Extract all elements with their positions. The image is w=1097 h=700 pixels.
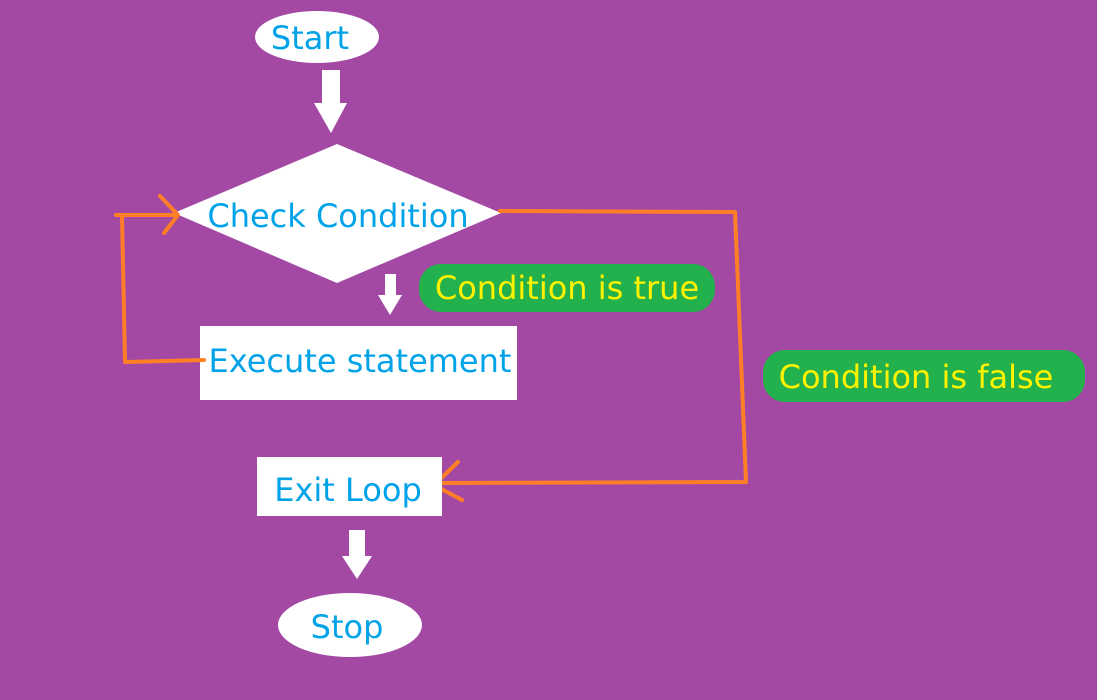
- execute-statement-node: [200, 326, 517, 400]
- start-node: [255, 11, 379, 63]
- exit-loop-label: Exit Loop: [274, 471, 422, 509]
- check-condition-node: [174, 144, 501, 283]
- condition-true-badge: [419, 264, 715, 312]
- arrow-check-to-execute: [378, 274, 402, 315]
- stop-label: Stop: [311, 608, 384, 646]
- condition-true-label: Condition is true: [435, 269, 699, 307]
- condition-false-label: Condition is false: [779, 358, 1054, 396]
- execute-statement-label: Execute statement: [209, 342, 512, 380]
- false-branch-line: [434, 209, 748, 485]
- loop-back-arrowhead: [158, 194, 180, 235]
- arrow-exit-to-stop: [342, 530, 372, 579]
- loop-back-line: [120, 213, 206, 364]
- stop-node: [278, 593, 422, 657]
- condition-false-badge: [763, 350, 1085, 402]
- arrow-start-to-check: [314, 70, 347, 133]
- start-label: Start: [271, 19, 349, 57]
- exit-loop-node: [257, 457, 442, 516]
- check-condition-label: Check Condition: [207, 197, 468, 235]
